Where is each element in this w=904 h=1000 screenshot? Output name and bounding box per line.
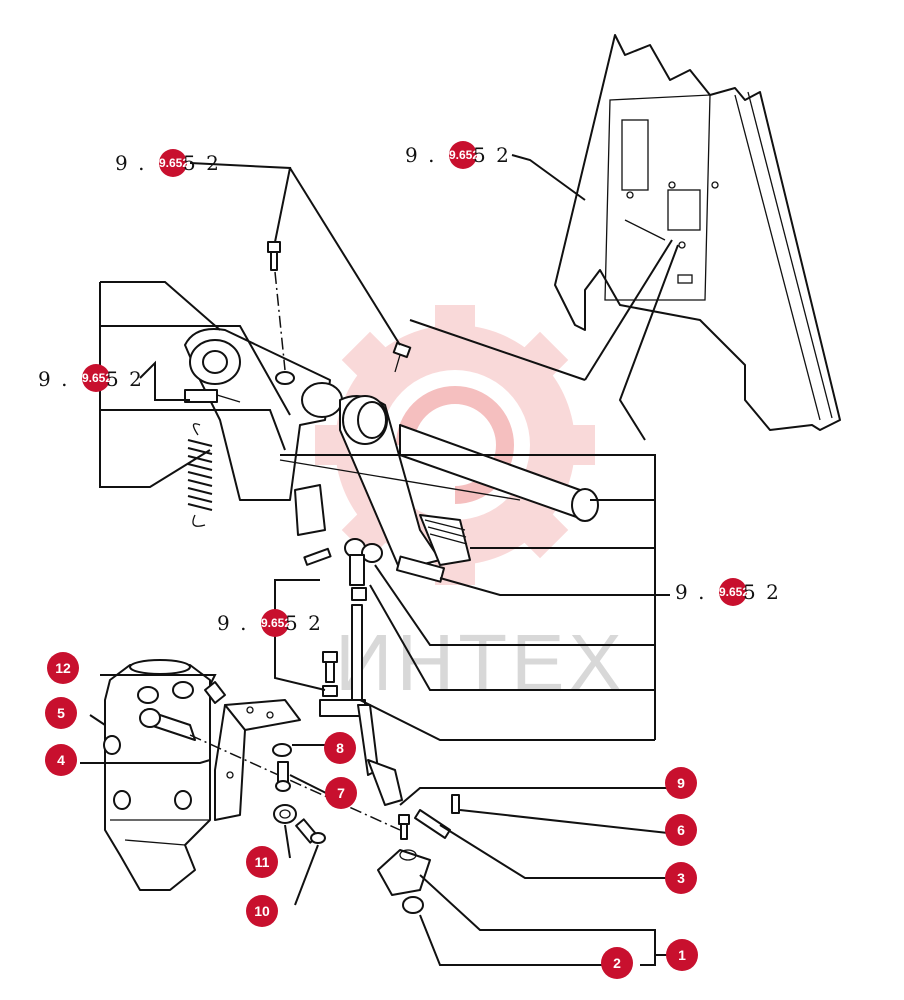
callout-11[interactable]: 11 bbox=[246, 846, 278, 878]
callout-7[interactable]: 7 bbox=[325, 777, 357, 809]
callout-5[interactable]: 5 bbox=[45, 697, 77, 729]
reference-label: 9 . 9.652 5 2 bbox=[675, 578, 781, 606]
pin-6 bbox=[451, 794, 460, 814]
reference-label: 9 . 9.652 5 2 bbox=[217, 609, 323, 637]
clevis-2 bbox=[377, 849, 431, 914]
svg-text:11: 11 bbox=[255, 854, 270, 870]
svg-text:1: 1 bbox=[678, 947, 686, 963]
svg-text:3: 3 bbox=[677, 870, 685, 886]
svg-text:4: 4 bbox=[57, 752, 65, 768]
svg-text:2: 2 bbox=[613, 955, 621, 971]
callout-1[interactable]: 1 bbox=[666, 939, 698, 971]
callout-3[interactable]: 3 bbox=[665, 862, 697, 894]
callout-4[interactable]: 4 bbox=[45, 744, 77, 776]
svg-text:6: 6 bbox=[677, 822, 685, 838]
return-spring bbox=[187, 423, 213, 527]
bolt-7 bbox=[275, 761, 291, 792]
svg-text:9.652: 9.652 bbox=[82, 371, 112, 385]
reference-label: 9 . 9.652 5 2 bbox=[405, 141, 511, 169]
watermark-text: ИНТЕХ bbox=[335, 618, 626, 707]
svg-text:12: 12 bbox=[55, 660, 71, 676]
svg-text:5 2: 5 2 bbox=[285, 611, 323, 635]
svg-text:10: 10 bbox=[254, 903, 270, 919]
callout-8[interactable]: 8 bbox=[324, 732, 356, 764]
svg-text:5 2: 5 2 bbox=[183, 151, 221, 175]
svg-text:9 .: 9 . bbox=[38, 367, 69, 391]
svg-text:9 .: 9 . bbox=[217, 611, 248, 635]
callout-10[interactable]: 10 bbox=[246, 895, 278, 927]
svg-text:5 2: 5 2 bbox=[743, 580, 781, 604]
bolt-9 bbox=[398, 814, 410, 840]
callout-2[interactable]: 2 bbox=[601, 947, 633, 979]
svg-text:9.652: 9.652 bbox=[261, 616, 291, 630]
brake-valve bbox=[103, 659, 211, 891]
bolt-10 bbox=[295, 818, 326, 844]
svg-text:9 .: 9 . bbox=[405, 143, 436, 167]
svg-text:7: 7 bbox=[337, 785, 345, 801]
pedal-assembly bbox=[184, 328, 599, 571]
tab-12 bbox=[204, 681, 226, 704]
cab-panel bbox=[554, 34, 841, 431]
svg-text:5 2: 5 2 bbox=[106, 367, 144, 391]
middle-bolt bbox=[392, 341, 412, 373]
reference-label: 9 . 9.652 5 2 bbox=[38, 364, 144, 392]
linkage-rod bbox=[303, 538, 446, 806]
reference-label: 9 . 9.652 5 2 bbox=[115, 149, 221, 177]
small-bolt-left bbox=[322, 651, 338, 697]
svg-text:9.652: 9.652 bbox=[719, 585, 749, 599]
washer-8 bbox=[272, 743, 292, 757]
svg-text:9.652: 9.652 bbox=[159, 156, 189, 170]
svg-text:9.652: 9.652 bbox=[449, 148, 479, 162]
svg-text:9: 9 bbox=[677, 775, 685, 791]
svg-text:9 .: 9 . bbox=[115, 151, 146, 175]
svg-text:9 .: 9 . bbox=[675, 580, 706, 604]
svg-text:8: 8 bbox=[336, 740, 344, 756]
pin-3 bbox=[414, 809, 451, 839]
left-side-bolt bbox=[184, 389, 241, 403]
callout-12[interactable]: 12 bbox=[47, 652, 79, 684]
washer-11 bbox=[273, 804, 297, 824]
svg-text:5: 5 bbox=[57, 705, 65, 721]
leader-lines bbox=[80, 154, 679, 966]
callout-9[interactable]: 9 bbox=[665, 767, 697, 799]
callout-6[interactable]: 6 bbox=[665, 814, 697, 846]
top-bolt bbox=[267, 241, 295, 385]
mounting-bracket bbox=[189, 699, 401, 831]
svg-text:5 2: 5 2 bbox=[473, 143, 511, 167]
